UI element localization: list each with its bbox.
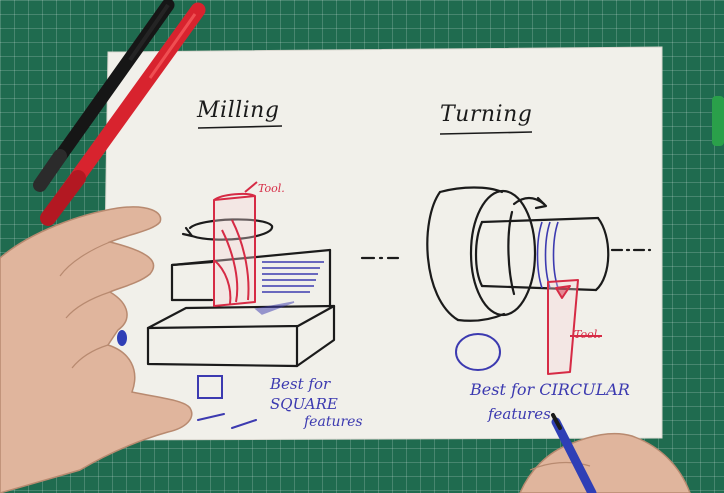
milling-hatch	[254, 261, 324, 315]
turning-tool	[547, 279, 602, 375]
underline-dashes	[197, 413, 257, 429]
black-marker	[33, 0, 175, 192]
left-hand	[0, 206, 193, 493]
turning-underline	[439, 131, 533, 135]
square-symbol	[197, 375, 223, 399]
milling-tool-label: Tool.	[258, 182, 285, 195]
turning-tool-label: Tool.	[574, 328, 601, 341]
green-marker	[712, 96, 724, 146]
milling-underline	[197, 125, 283, 129]
milling-heading: Milling	[197, 98, 280, 123]
milling-note-line2: SQUARE	[270, 395, 338, 413]
milling-note-line1: Best for	[270, 375, 331, 393]
milling-sketch	[146, 218, 336, 368]
turning-note-line1: Best for CIRCULAR	[470, 380, 630, 399]
turning-heading: Turning	[440, 102, 533, 127]
circle-symbol	[455, 333, 501, 371]
milling-note-line3: features	[304, 414, 363, 430]
turning-sketch	[360, 186, 652, 322]
turning-note-line2: features	[488, 405, 551, 423]
milling-tool	[213, 181, 258, 307]
red-marker	[40, 2, 206, 226]
right-hand	[519, 413, 691, 493]
